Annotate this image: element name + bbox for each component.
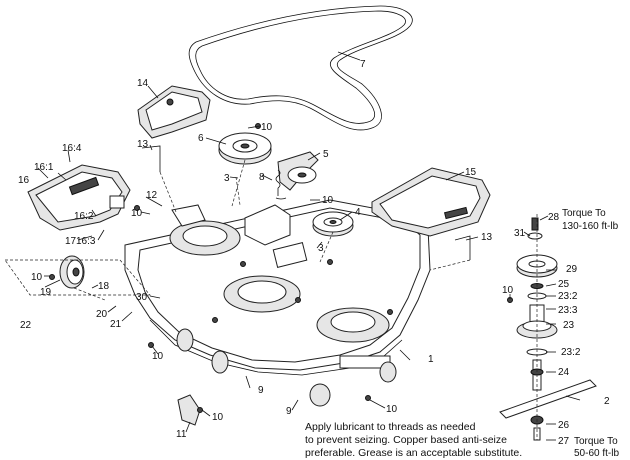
- callout-28: 28: [548, 212, 560, 223]
- callout-7: 7: [360, 59, 366, 70]
- anti-scalp-wheel: [59, 255, 85, 289]
- callout-12: 12: [146, 190, 158, 201]
- torque-top-line2: 130-160 ft-lb: [562, 221, 619, 232]
- callout-8: 8: [259, 172, 265, 183]
- callout-29: 29: [566, 264, 578, 275]
- torque-top-line1: Torque To: [562, 208, 606, 219]
- tension-spring: [275, 169, 287, 200]
- callout-10c: 10: [131, 208, 143, 219]
- stud-bolt-13a: [141, 145, 161, 172]
- callout-14: 14: [137, 78, 149, 89]
- callout-10e: 10: [152, 351, 164, 362]
- callout-19: 19: [40, 287, 52, 298]
- wheel-bracket: [4, 259, 151, 296]
- callout-26: 26: [558, 420, 570, 431]
- callout-2: 2: [604, 396, 610, 407]
- lubricant-note-line1: Apply lubricant to threads as needed: [305, 421, 476, 433]
- stud-bolt-13b: [454, 235, 471, 260]
- callout-22: 22: [20, 320, 32, 331]
- left-belt-cover: [27, 164, 131, 231]
- callout-3a: 3: [224, 173, 230, 184]
- callout-24: 24: [558, 367, 570, 378]
- bolt: [365, 395, 371, 401]
- callout-23-3: 23:3: [558, 305, 578, 316]
- bolt: [49, 274, 55, 280]
- callout-18: 18: [98, 281, 110, 292]
- mower-deck: [124, 199, 431, 407]
- spindle-assembly: [499, 214, 597, 441]
- callout-17: 17: [65, 236, 77, 247]
- callout-3b: 3: [318, 243, 324, 254]
- drive-belt-inner: [195, 10, 406, 124]
- pulley-6: [218, 132, 272, 165]
- drive-belt: [188, 5, 413, 131]
- callout-25: 25: [558, 279, 570, 290]
- callout-23-2a: 23:2: [558, 291, 578, 302]
- callout-10g: 10: [386, 404, 398, 415]
- right-belt-cover: [371, 167, 491, 237]
- callout-13b: 13: [481, 232, 493, 243]
- callout-16: 16: [18, 175, 30, 186]
- callout-10b: 10: [322, 195, 334, 206]
- callout-4: 4: [355, 207, 361, 218]
- idler-arm: [277, 151, 319, 191]
- callout-6: 6: [198, 133, 204, 144]
- callout-27: 27: [558, 436, 570, 447]
- callout-5: 5: [323, 149, 329, 160]
- callout-15: 15: [465, 167, 477, 178]
- callout-16-1: 16:1: [34, 162, 54, 173]
- bolt: [197, 407, 203, 413]
- callout-21: 21: [110, 319, 122, 330]
- lubricant-note-line2: to prevent seizing. Copper based anti-se…: [305, 434, 507, 446]
- idler-cover: [137, 85, 211, 139]
- callout-31: 31: [514, 228, 526, 239]
- bolt: [134, 205, 140, 211]
- callout-10d: 10: [31, 272, 43, 283]
- callout-9b: 9: [286, 406, 292, 417]
- callout-23-2b: 23:2: [561, 347, 581, 358]
- callout-30: 30: [136, 292, 148, 303]
- pulley-4: [312, 211, 354, 237]
- callout-9a: 9: [258, 385, 264, 396]
- callout-1: 1: [428, 354, 434, 365]
- callout-10h: 10: [502, 285, 514, 296]
- callout-11: 11: [176, 429, 187, 440]
- callout-16-3: 16:3: [76, 236, 96, 247]
- torque-bottom-line2: 50-60 ft-lb: [574, 448, 619, 459]
- callout-10f: 10: [212, 412, 224, 423]
- torque-bottom-line1: Torque To: [574, 436, 618, 447]
- discharge-deflector: [177, 394, 201, 426]
- callout-23: 23: [563, 320, 575, 331]
- lubricant-note-line3: preferable. Grease is an acceptable subs…: [305, 447, 522, 459]
- callout-13a: 13: [137, 139, 149, 150]
- callout-20: 20: [96, 309, 108, 320]
- callout-16-2: 16:2: [74, 211, 94, 222]
- callout-10a: 10: [261, 122, 273, 133]
- callout-16-4: 16:4: [62, 143, 82, 154]
